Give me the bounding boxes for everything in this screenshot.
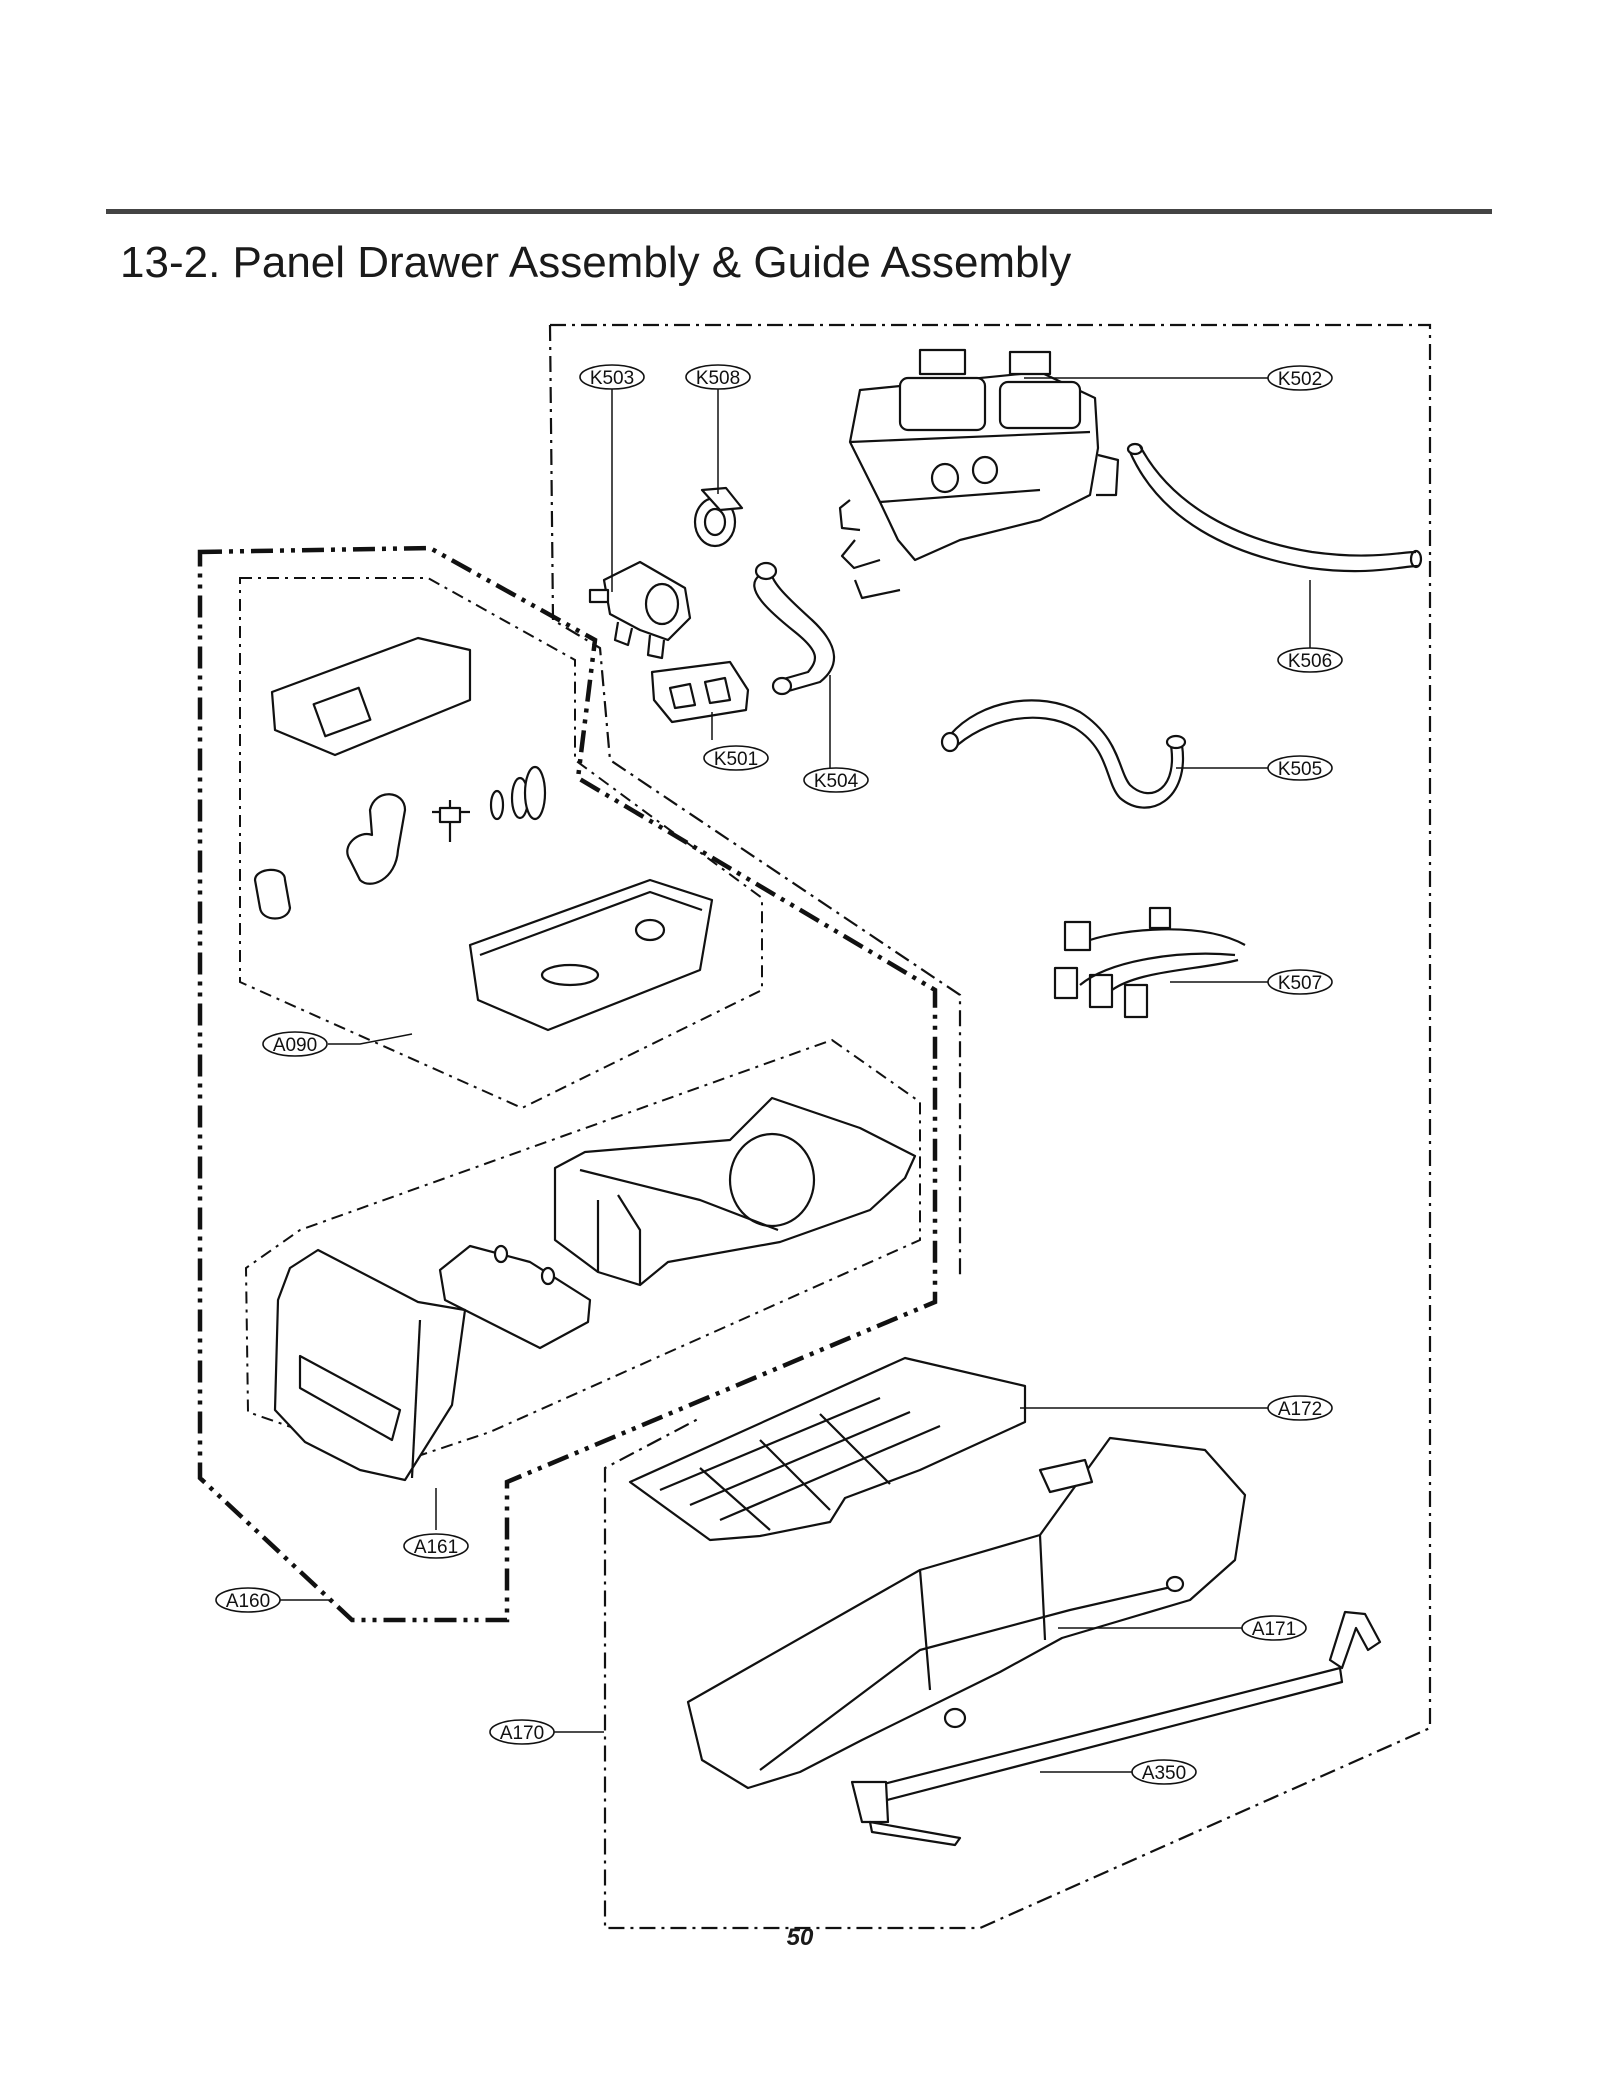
svg-text:A161: A161 xyxy=(414,1537,458,1558)
part-label-a161: A161 xyxy=(403,1533,469,1559)
part-label-k503: K503 xyxy=(579,364,645,390)
svg-text:K507: K507 xyxy=(1278,973,1322,994)
part-label-k506: K506 xyxy=(1277,647,1343,673)
part-label-a090: A090 xyxy=(262,1031,328,1057)
detergent-valve-group-boundary xyxy=(548,324,962,1278)
svg-text:K505: K505 xyxy=(1278,759,1322,780)
svg-text:K508: K508 xyxy=(696,368,740,389)
k505-hose-part xyxy=(940,699,1187,809)
k507-wire-harness-part xyxy=(1053,906,1246,1019)
svg-text:K501: K501 xyxy=(714,749,758,770)
k504-elbow-hose-part xyxy=(753,561,836,696)
guide-assembly-boundary xyxy=(550,323,1432,1930)
k502-housing-part xyxy=(838,348,1120,600)
svg-text:A172: A172 xyxy=(1278,1399,1322,1420)
svg-text:A350: A350 xyxy=(1142,1763,1186,1784)
k508-clamp-part xyxy=(693,486,744,548)
svg-text:K502: K502 xyxy=(1278,369,1322,390)
a090-dispenser-parts xyxy=(253,636,714,1032)
a161-inner-panel-part xyxy=(438,1244,592,1350)
part-label-k504: K504 xyxy=(803,767,869,793)
svg-text:A160: A160 xyxy=(226,1591,270,1612)
svg-text:A090: A090 xyxy=(273,1035,317,1056)
a172-grill-tray-part xyxy=(628,1356,1027,1542)
part-label-k505: K505 xyxy=(1267,755,1333,781)
part-label-k501: K501 xyxy=(703,745,769,771)
part-label-k502: K502 xyxy=(1267,365,1333,391)
svg-text:A171: A171 xyxy=(1252,1619,1296,1640)
header-rule xyxy=(106,209,1492,214)
part-label-a350: A350 xyxy=(1131,1759,1197,1785)
part-label-a172: A172 xyxy=(1267,1395,1333,1421)
part-label-a160: A160 xyxy=(215,1587,281,1613)
svg-text:A170: A170 xyxy=(500,1723,544,1744)
part-label-a171: A171 xyxy=(1241,1615,1307,1641)
drawer-inner-group-boundary xyxy=(239,577,763,1110)
svg-text:K506: K506 xyxy=(1288,651,1332,672)
a350-guide-rail-part xyxy=(850,1610,1382,1847)
part-label-k507: K507 xyxy=(1267,969,1333,995)
k506-hose-part xyxy=(1126,442,1423,573)
part-label-k508: K508 xyxy=(685,364,751,390)
k501-bracket-part xyxy=(650,660,750,724)
svg-text:K504: K504 xyxy=(814,771,859,792)
drawer-frame-part xyxy=(553,1096,917,1287)
a171-guide-housing-part xyxy=(686,1436,1247,1790)
part-label-a170: A170 xyxy=(489,1719,555,1745)
a090-leader xyxy=(328,1033,413,1045)
page-title: 13-2. Panel Drawer Assembly & Guide Asse… xyxy=(120,238,1072,287)
page-number: 50 xyxy=(786,1924,814,1951)
svg-text:K503: K503 xyxy=(590,368,634,389)
panel-drawer-assembly-boundary xyxy=(197,545,938,1623)
k503-valve-part xyxy=(588,560,692,660)
a160-front-panel-part xyxy=(273,1248,467,1482)
